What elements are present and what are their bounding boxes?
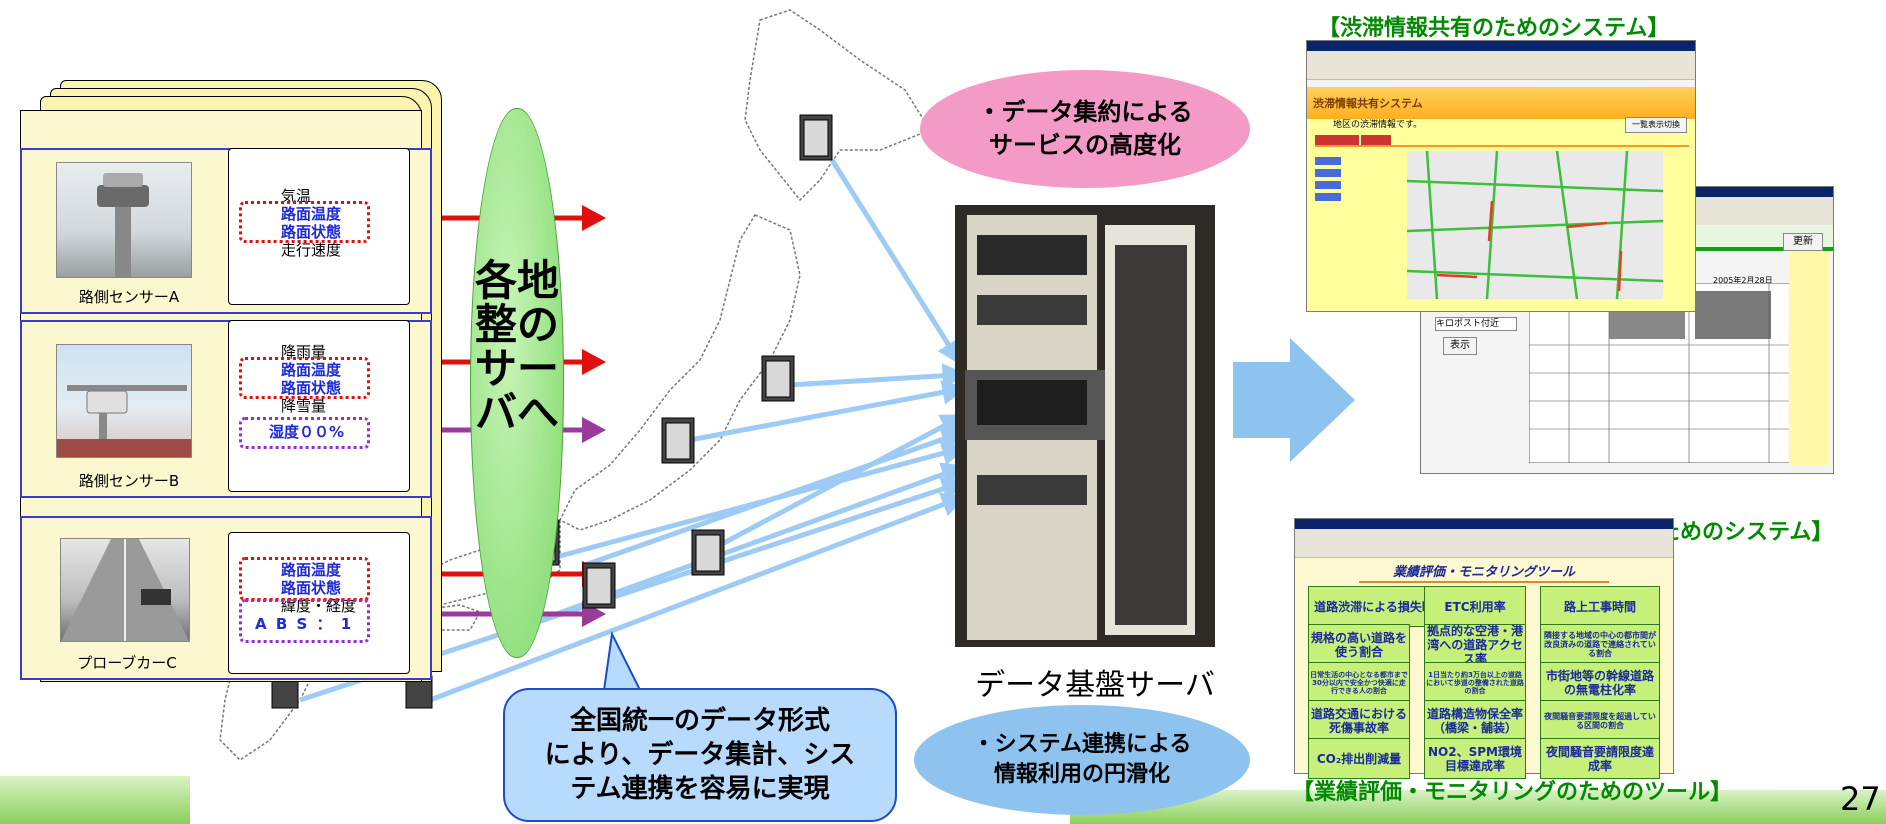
sensor-panel-c: プローブカーC 路面温度 路面状態 緯度・経度 A B S ： 1 <box>20 516 432 680</box>
doc-b-item-5: 湿度００% <box>269 423 345 441</box>
highlight-c <box>239 557 370 601</box>
congestion-toggle-button[interactable]: 一覧表示切換 <box>1625 117 1687 133</box>
eval-btn-4[interactable]: 規格の高い道路を使う割合 <box>1308 624 1410 665</box>
system-integration-bubble: ・システム連携による 情報利用の円滑化 <box>914 705 1250 815</box>
page-number: 27 <box>1840 780 1881 818</box>
eval-app-title: 業績評価・モニタリングツール <box>1392 565 1575 580</box>
road-date: 2005年2月28日 <box>1713 276 1773 285</box>
congestion-subtitle: 地区の渋滞情報です。 <box>1333 120 1423 130</box>
bubble-top-line-1: ・データ集約による <box>977 98 1193 126</box>
doc-c-item-4: A B S ： 1 <box>255 615 354 633</box>
eval-btn-10[interactable]: 道路交通における死傷事故率 <box>1308 700 1410 741</box>
rack-caption: データ基盤サーバ <box>975 668 1215 703</box>
doc-c-item-1: 路面温度 <box>281 561 342 579</box>
highlight-b <box>239 357 370 399</box>
highlight-b-humidity <box>239 417 370 449</box>
doc-a-item-3: 路面状態 <box>281 223 342 241</box>
bubble-bottom-line-1: ・システム連携による <box>972 732 1192 757</box>
eval-btn-5[interactable]: 拠点的な空港・港湾への道路アクセス率 <box>1424 624 1526 666</box>
sensor-label-b: 路側センサーB <box>78 472 180 490</box>
big-arrow <box>1233 338 1355 462</box>
eval-btn-8[interactable]: 1日当たり約3万台以上の道路において歩道の整備された道路の割合 <box>1424 662 1526 703</box>
road-show-button[interactable]: 表示 <box>1443 337 1477 355</box>
eval-btn-12[interactable]: 夜間騒音要請限度を超過している区間の割合 <box>1540 700 1660 741</box>
data-doc-c: 路面温度 路面状態 緯度・経度 A B S ： 1 <box>228 532 410 674</box>
eval-btn-9[interactable]: 市街地等の幹線道路の無電柱化率 <box>1540 662 1660 703</box>
doc-b-item-3: 路面状態 <box>281 379 342 397</box>
oval-label: 各地整のサーバへ <box>474 256 559 437</box>
sensor-panel-a: 路側センサーA 気温 路面温度 路面状態 走行速度 <box>20 148 432 314</box>
road-update-button[interactable]: 更新 <box>1783 233 1823 251</box>
road-select[interactable]: キロポスト付近 <box>1435 317 1517 331</box>
highlight-c-abs <box>239 599 370 643</box>
eval-btn-7[interactable]: 日常生活の中心となる都市まで30分以内で安全かつ快適に走行できる人の割合 <box>1308 662 1410 703</box>
sensor-panel-b: 路側センサーB 降雨量 路面温度 路面状態 降雪量 湿度００% <box>20 320 432 498</box>
unified-format-callout: 全国統一のデータ形式 により、データ集計、シス テム連携を容易に実現 <box>503 688 897 822</box>
doc-b-item-1: 降雨量 <box>281 343 327 361</box>
callout-line-1: 全国統一のデータ形式 <box>569 706 830 736</box>
grass-left <box>0 776 190 824</box>
eval-btn-11[interactable]: 道路構造物保全率（橋梁・舗装） <box>1424 700 1526 741</box>
probe-car-c-photo <box>60 538 190 642</box>
roadside-sensor-a-photo <box>56 162 192 278</box>
regional-server-oval: 各地整のサーバへ <box>470 108 564 658</box>
doc-c-item-2: 路面状態 <box>281 579 342 597</box>
data-doc-a: 気温 路面温度 路面状態 走行速度 <box>228 148 410 305</box>
probe-label-c: プローブカーC <box>77 654 177 672</box>
eval-btn-13[interactable]: CO₂排出削減量 <box>1308 738 1410 779</box>
eval-btn-6[interactable]: 隣接する地域の中心の都市間が改良済みの道路で連絡されている割合 <box>1540 624 1660 665</box>
callout-line-3: テム連携を容易に実現 <box>570 774 830 804</box>
eval-system-title: 【業績評価・モニタリングのためのツール】 <box>1292 780 1733 805</box>
congestion-system-screenshot: 渋滞情報共有システム 地区の渋滞情報です。 一覧表示切換 <box>1306 40 1696 312</box>
congestion-app-title: 渋滞情報共有システム <box>1313 97 1423 110</box>
doc-a-item-4: 走行速度 <box>281 241 342 259</box>
doc-b-item-2: 路面温度 <box>281 361 342 379</box>
highlight-a <box>239 201 370 243</box>
eval-btn-3[interactable]: 路上工事時間 <box>1540 586 1660 627</box>
eval-btn-15[interactable]: 夜間騒音要請限度達成率 <box>1540 738 1660 779</box>
eval-btn-14[interactable]: NO2、SPM環境目標達成率 <box>1424 738 1526 779</box>
data-doc-b: 降雨量 路面温度 路面状態 降雪量 湿度００% <box>228 320 410 492</box>
bubble-top-line-2: サービスの高度化 <box>989 131 1181 159</box>
congestion-system-title: 【渋滞情報共有のためのシステム】 <box>1318 16 1670 41</box>
doc-b-item-4: 降雪量 <box>281 397 327 415</box>
data-aggregation-bubble: ・データ集約による サービスの高度化 <box>920 70 1250 188</box>
roadside-sensor-b-photo <box>56 344 192 458</box>
data-platform-server-photo <box>955 205 1215 647</box>
doc-a-item-1: 気温 <box>281 187 312 205</box>
sensor-label-a: 路側センサーA <box>78 288 180 306</box>
callout-line-2: により、データ集計、シス <box>544 740 856 770</box>
bubble-bottom-line-2: 情報利用の円滑化 <box>993 762 1170 787</box>
eval-btn-2[interactable]: ETC利用率 <box>1424 586 1526 627</box>
callout-pointer <box>602 630 642 691</box>
doc-a-item-2: 路面温度 <box>281 205 342 223</box>
